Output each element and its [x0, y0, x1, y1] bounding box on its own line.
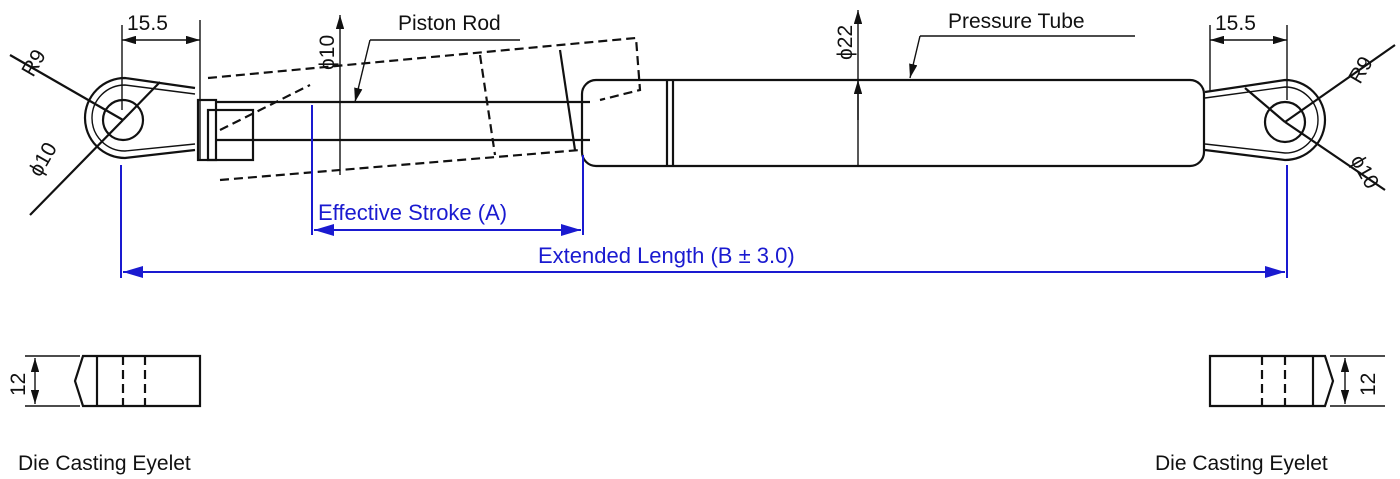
right-eyelet-label: Die Casting Eyelet — [1155, 452, 1328, 475]
rod-boot — [196, 15, 642, 182]
right-width-dim: 15.5 — [1215, 12, 1256, 35]
rod-dia-dim: ϕ10 — [316, 35, 339, 70]
pressure-tube-label: Pressure Tube — [948, 10, 1085, 33]
left-eyelet-label: Die Casting Eyelet — [18, 452, 191, 475]
pressure-tube — [580, 10, 1206, 168]
tube-dia-dim: ϕ22 — [834, 25, 857, 60]
right-hole-dia-dim: ϕ10 — [1346, 151, 1383, 193]
right-eyelet — [1204, 25, 1396, 191]
right-radius-dim: R9 — [1344, 53, 1377, 88]
left-hole-dia-dim: ϕ10 — [24, 139, 61, 181]
right-eyelet-side-view — [1208, 354, 1385, 408]
right-thickness-dim: 12 — [1357, 373, 1380, 396]
piston-rod-label: Piston Rod — [398, 12, 501, 35]
effective-stroke-label: Effective Stroke (A) — [318, 200, 507, 225]
left-eyelet — [9, 20, 201, 216]
extended-length-label: Extended Length (B ± 3.0) — [538, 243, 795, 268]
left-thickness-dim: 12 — [7, 373, 30, 396]
left-width-dim: 15.5 — [127, 12, 168, 35]
blue-dimensions — [120, 105, 1288, 278]
left-eyelet-side-view — [25, 354, 202, 408]
